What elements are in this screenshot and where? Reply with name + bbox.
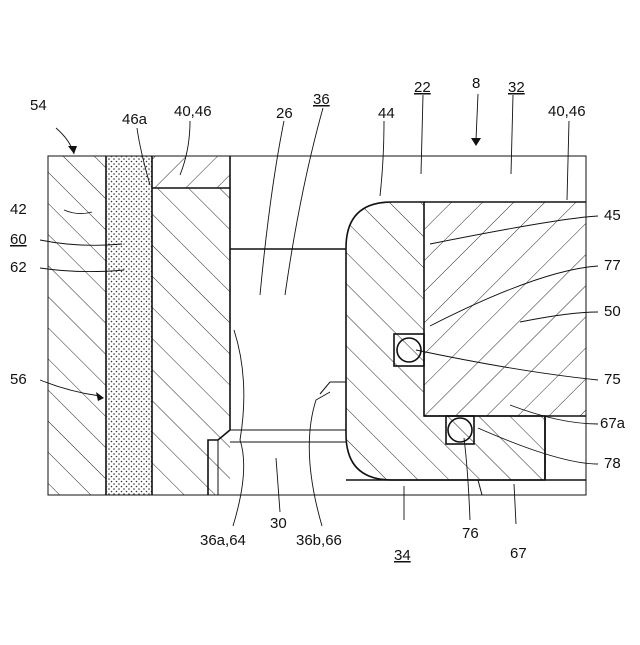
label-22: 22 [414, 79, 431, 96]
label-56: 56 [10, 371, 27, 388]
label-67: 67 [510, 545, 527, 562]
label-36: 36 [313, 91, 330, 108]
label-40-46-left: 40,46 [174, 103, 212, 120]
label-78: 78 [604, 455, 621, 472]
label-54: 54 [30, 97, 47, 114]
label-34: 34 [394, 547, 411, 564]
label-77: 77 [604, 257, 621, 274]
label-36a-64: 36a,64 [200, 532, 246, 549]
member-40-46-left [152, 156, 230, 188]
label-30: 30 [270, 515, 287, 532]
label-46a: 46a [122, 111, 148, 128]
label-76: 76 [462, 525, 479, 542]
label-36b-66: 36b,66 [296, 532, 342, 549]
label-8: 8 [472, 75, 480, 92]
block-50 [424, 202, 586, 416]
label-32: 32 [508, 79, 525, 96]
label-44: 44 [378, 105, 395, 122]
layer-60-62 [106, 156, 152, 495]
label-42: 42 [10, 201, 27, 218]
label-67a: 67a [600, 415, 626, 432]
member-42 [48, 156, 106, 495]
label-40-46-right: 40,46 [548, 103, 586, 120]
label-62: 62 [10, 259, 27, 276]
label-26: 26 [276, 105, 293, 122]
label-75: 75 [604, 371, 621, 388]
label-45: 45 [604, 207, 621, 224]
label-50: 50 [604, 303, 621, 320]
label-60: 60 [10, 231, 27, 248]
